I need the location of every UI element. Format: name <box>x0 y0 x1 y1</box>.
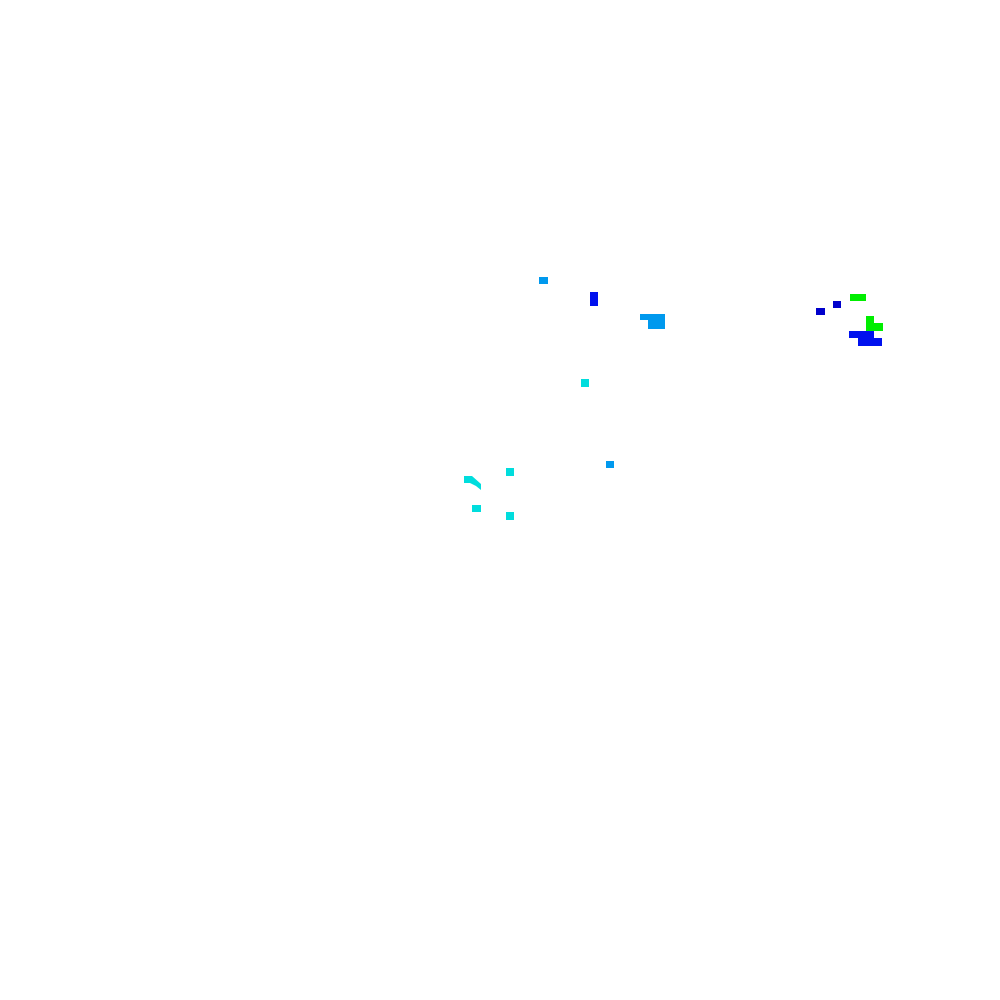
sky-blue-blob-mid <box>606 461 614 468</box>
cyan-arc <box>464 476 481 490</box>
cyan-blob-center <box>581 379 589 387</box>
cyan-blob-lower-a <box>506 468 514 476</box>
green-blob-right-mid <box>866 316 883 331</box>
blue-cluster-right <box>849 331 882 346</box>
sky-blue-blob-top <box>539 277 548 284</box>
green-blob-right-top <box>850 294 866 301</box>
navy-blob-right-b <box>816 308 825 315</box>
navy-blob-right-a <box>833 301 841 308</box>
sky-blue-blob-large <box>640 314 665 329</box>
blue-blob-top <box>590 292 598 306</box>
cyan-blob-lower-c <box>506 512 514 520</box>
cyan-blob-lower-b <box>472 505 481 512</box>
